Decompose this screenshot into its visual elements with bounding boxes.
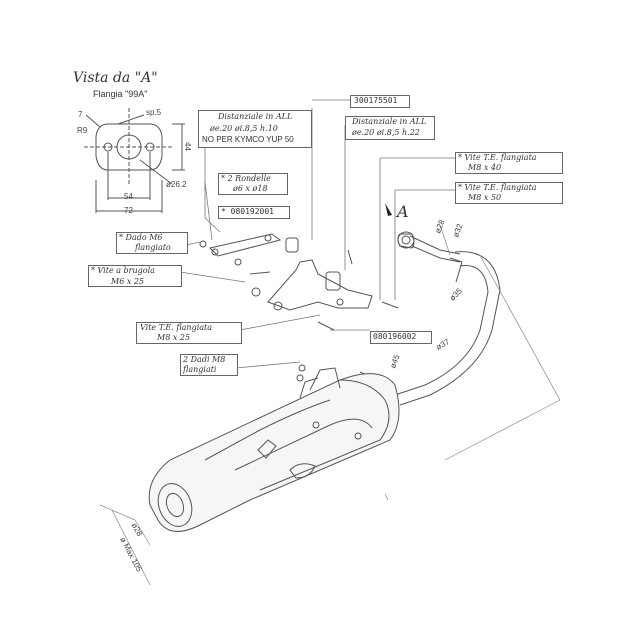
washers-line2: ø6 x ø18 — [233, 184, 268, 193]
spacer2-line1: Distanziale in ALL — [352, 117, 427, 126]
dim-54: 54 — [124, 192, 133, 201]
dim-r9: R9 — [77, 126, 88, 135]
dimension-lines — [99, 224, 561, 586]
view-subtitle: Flangia "99A" — [93, 89, 148, 99]
dim-44: 44 — [182, 142, 192, 151]
code-080192001: * 080192001 — [221, 207, 274, 216]
vite50-line2: M8 x 50 — [468, 193, 502, 202]
nut-line1: * Dado M6 — [119, 233, 163, 242]
exhaust-pipe — [394, 231, 501, 406]
callout-washers — [218, 173, 288, 195]
vite50-line1: * Vite T.E. flangiata — [458, 183, 537, 192]
vite25-line2: M8 x 25 — [157, 333, 191, 342]
dim-seven: 7 — [78, 110, 83, 119]
view-title: Vista da "A" — [73, 70, 158, 86]
dadi-line1: 2 Dadi M8 — [183, 355, 226, 364]
callout-code-300175501 — [350, 95, 410, 108]
callout-screw — [88, 265, 182, 287]
flange-drawing — [84, 108, 185, 213]
vite25-line1: Vite T.E. flangiata — [140, 323, 213, 332]
spacer1-line2: øe.20 øi.8,5 h.10 — [210, 124, 278, 133]
spacer2-line2: øe.20 øi.8,5 h.22 — [352, 128, 420, 137]
callout-vite-50 — [455, 182, 563, 204]
muffler-body — [148, 367, 400, 532]
callout-spacer-1 — [198, 110, 312, 148]
vite40-line1: * Vite T.E. flangiata — [458, 153, 537, 162]
dadi-line2: flangiati — [183, 365, 217, 374]
code-080196002: 080196002 — [373, 332, 417, 341]
view-marker: A — [397, 202, 409, 221]
callout-vite-40 — [455, 152, 563, 174]
view-arrow — [385, 203, 392, 216]
vite40-line2: M8 x 40 — [468, 163, 502, 172]
dim-sp: sp.5 — [146, 108, 162, 117]
bracket-parts — [199, 233, 399, 382]
dim-262: ø26.2 — [166, 180, 187, 189]
callout-nut — [116, 232, 188, 254]
callout-080192001 — [218, 206, 290, 219]
callout-vite-25 — [136, 322, 242, 344]
washers-line1: * 2 Rondelle — [221, 174, 271, 183]
nut-line2: flangiato — [135, 243, 171, 252]
callout-spacer-2 — [345, 116, 435, 140]
spacer1-line1: Distanziale in ALL — [218, 112, 293, 121]
callout-dadi — [180, 354, 238, 376]
screw-line1: * Vite a brugola — [91, 266, 155, 275]
spacer1-line3: NO PER KYMCO YUP 50 — [202, 135, 294, 144]
callout-080196002 — [370, 331, 432, 344]
screw-line2: M6 x 25 — [111, 277, 145, 286]
leader-lines — [179, 99, 455, 369]
dim-72: 72 — [124, 206, 133, 215]
code-300175501: 300175501 — [354, 96, 398, 105]
